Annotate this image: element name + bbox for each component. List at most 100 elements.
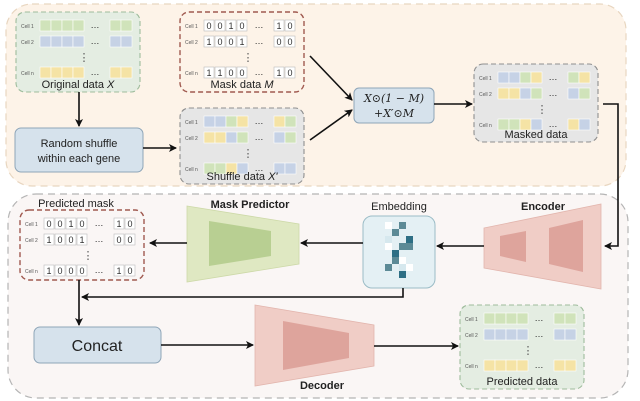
- cell-row-label: Cell n: [185, 71, 198, 77]
- mask-cell: [76, 264, 88, 277]
- gene-cell: [483, 359, 496, 372]
- gene-cell: [508, 71, 521, 84]
- mask-value: 0: [127, 235, 132, 245]
- mask-cell: [284, 66, 296, 79]
- embedding-tile: [406, 236, 413, 243]
- gene-cell: [120, 66, 133, 79]
- vertical-ellipsis: ⋮: [79, 52, 90, 64]
- mask-value: 0: [217, 37, 222, 47]
- mask-cell: [273, 19, 285, 32]
- gene-cell: [39, 19, 52, 32]
- ellipsis: …: [255, 132, 264, 142]
- cell-row-label: Cell n: [21, 71, 34, 77]
- ellipsis: …: [535, 313, 544, 323]
- mask-value: 0: [287, 68, 292, 78]
- mask-cell: [54, 217, 66, 230]
- gene-cell: [519, 71, 532, 84]
- ellipsis: …: [255, 163, 264, 173]
- formula-line2: +X′⊙M: [374, 107, 415, 120]
- cell-row-label: Cell 1: [185, 120, 198, 126]
- gene-cell: [109, 66, 122, 79]
- gene-cell: [578, 71, 591, 84]
- formula-box: [353, 87, 435, 124]
- mask-cell: [124, 264, 136, 277]
- mask-cell: [203, 19, 215, 32]
- mask-cell: [65, 233, 77, 246]
- cell-row-label: Cell 2: [25, 238, 38, 244]
- mask-cell: [124, 233, 136, 246]
- cell-row-label: Cell 2: [185, 136, 198, 142]
- mask-cell: [113, 264, 125, 277]
- cell-row-label: Cell n: [25, 269, 38, 275]
- original-data-caption: Original data X: [42, 79, 115, 91]
- gene-cell: [553, 328, 566, 341]
- mask-value: 0: [287, 21, 292, 31]
- gene-cell: [508, 87, 521, 100]
- embedding-tile: [385, 243, 392, 250]
- embedding-tile: [406, 264, 413, 271]
- gene-cell: [284, 115, 297, 128]
- embedding-tile: [399, 222, 406, 229]
- mask-value: 1: [46, 235, 51, 245]
- cell-row-label: Cell 1: [465, 317, 478, 323]
- gene-cell: [273, 115, 286, 128]
- mask-value: 1: [68, 219, 73, 229]
- ellipsis: …: [95, 234, 104, 244]
- cell-row-label: Cell n: [479, 123, 492, 129]
- gene-cell: [516, 312, 529, 325]
- decoder-inner-block: [283, 321, 349, 370]
- gene-cell: [273, 131, 286, 144]
- gene-cell: [225, 131, 238, 144]
- mask-value: 0: [228, 68, 233, 78]
- ellipsis: …: [255, 20, 264, 30]
- gene-cell: [236, 131, 249, 144]
- mask-cell: [43, 233, 55, 246]
- ellipsis: …: [95, 265, 104, 275]
- gene-cell: [50, 35, 63, 48]
- mask-value: 0: [287, 37, 292, 47]
- gene-cell: [72, 35, 85, 48]
- arrow-mask-to-formula: [309, 55, 353, 101]
- top-panel: [5, 3, 627, 187]
- gene-cell: [516, 359, 529, 372]
- gene-cell: [497, 71, 510, 84]
- shuffle-data-box: Cell 1…Cell 2…Cell n…⋮Shuffle data X': [179, 107, 305, 185]
- mask-cell: [43, 264, 55, 277]
- gene-cell: [553, 312, 566, 325]
- mask-value: 0: [57, 266, 62, 276]
- mask-value: 0: [206, 21, 211, 31]
- mask-cell: [273, 66, 285, 79]
- mask-value: 0: [79, 219, 84, 229]
- mask-value: 0: [217, 21, 222, 31]
- mask-data-caption: Mask data M: [211, 79, 275, 91]
- encoder-inner-block-2: [549, 220, 583, 272]
- mask-value: 1: [116, 266, 121, 276]
- embedding-label: Embedding: [371, 201, 427, 213]
- cell-row-label: Cell n: [185, 167, 198, 173]
- mask-cell: [54, 264, 66, 277]
- mask-value: 1: [276, 68, 281, 78]
- gene-cell: [203, 115, 216, 128]
- mask-cell: [225, 35, 237, 48]
- vertical-ellipsis: ⋮: [523, 345, 534, 357]
- mask-predictor-inner-block: [209, 221, 271, 266]
- mask-value: 1: [276, 21, 281, 31]
- mask-value: 1: [239, 37, 244, 47]
- ellipsis: …: [535, 360, 544, 370]
- mask-cell: [113, 233, 125, 246]
- mask-cell: [214, 66, 226, 79]
- mask-value: 0: [68, 266, 73, 276]
- random-shuffle-box: [14, 127, 144, 173]
- mask-value: 0: [68, 235, 73, 245]
- gene-cell: [483, 312, 496, 325]
- gene-cell: [120, 35, 133, 48]
- gene-cell: [505, 312, 518, 325]
- mask-value: 0: [116, 235, 121, 245]
- gene-cell: [516, 328, 529, 341]
- ellipsis: …: [255, 67, 264, 77]
- gene-cell: [109, 19, 122, 32]
- gene-cell: [564, 328, 577, 341]
- gene-cell: [483, 328, 496, 341]
